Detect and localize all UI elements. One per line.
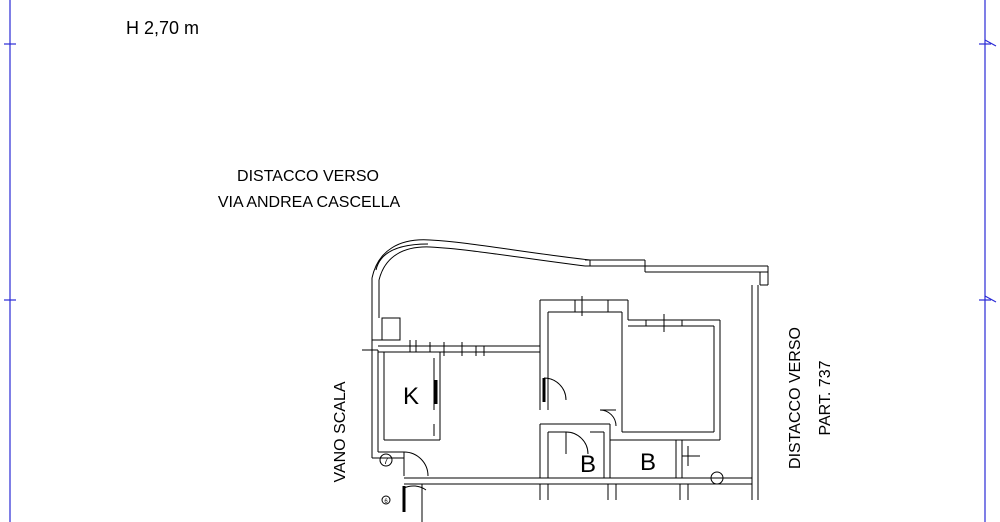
balcony-outline [371,239,769,286]
outer-walls [362,278,759,522]
left-label-vano-scala: VANO SCALA [332,381,349,482]
marker-6-label: 6 [384,499,388,505]
door-swings [403,377,617,512]
marker-7-label: 7 [383,456,388,466]
top-label-line-1: DISTACCO VERSO [237,168,379,185]
top-label-line-2: VIA ANDREA CASCELLA [218,194,401,211]
sheet-frame [4,0,997,522]
room-label-kitchen: K [403,383,419,410]
door-leaves [402,378,546,512]
room-label-bath-2: B [640,449,656,476]
room-label-bath-1: B [580,451,596,478]
right-label-line-1: DISTACCO VERSO [787,327,804,469]
height-note: H 2,70 m [126,18,199,38]
interior-walls [378,296,721,478]
numbered-markers: 7 6 [379,453,393,505]
right-label-line-2: PART. 737 [817,360,834,435]
